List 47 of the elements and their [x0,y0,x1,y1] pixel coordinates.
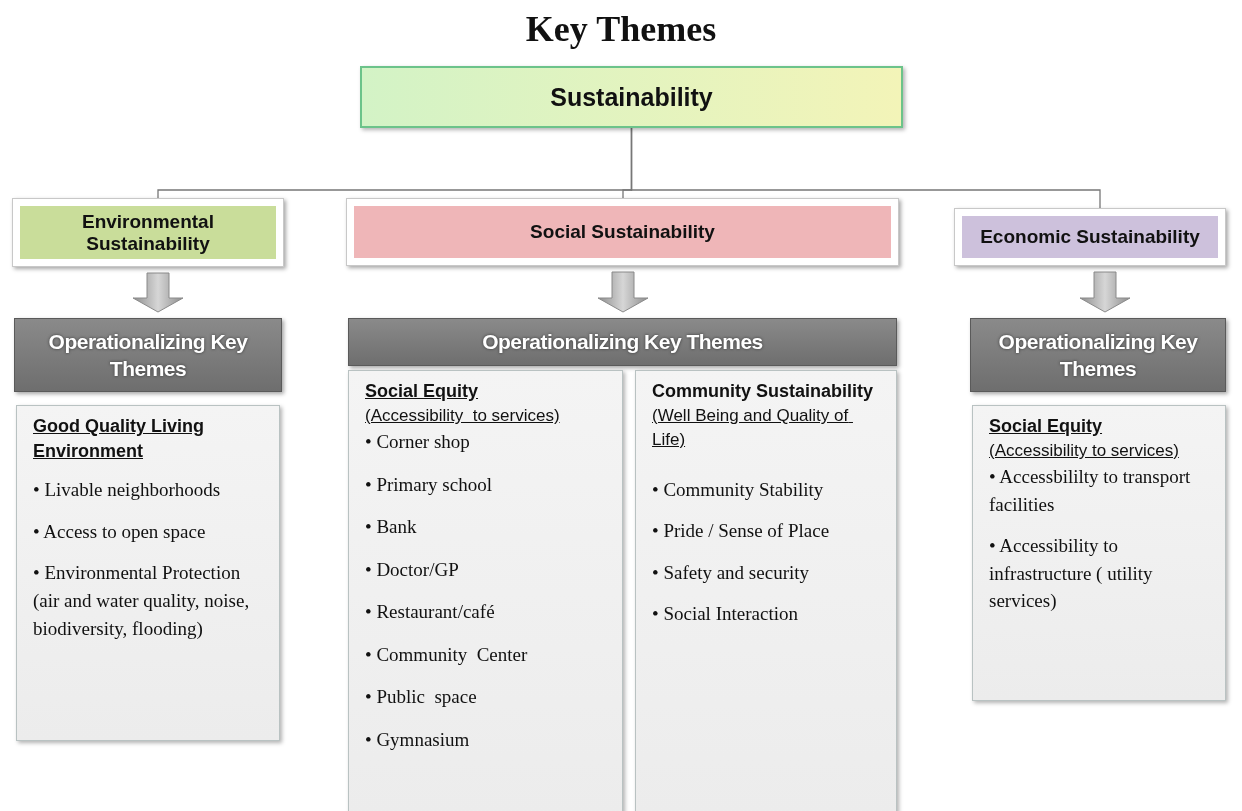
section-heading: Social Equity [365,380,480,403]
connector-line [630,127,1101,209]
section-heading: Community Sustainability [652,381,874,401]
header-bar [14,318,282,392]
subheading: (Accessibility to services) [989,440,1180,463]
header-bar [970,318,1226,392]
box-label: Operationalizing Key Themes [47,328,249,382]
list-item: • Primary school [365,472,493,497]
content-panel [348,370,623,811]
category-box [954,208,1226,266]
block-arrow [1079,271,1131,313]
category-box [346,198,899,266]
section-heading: Social Equity [989,415,1104,438]
box-label: Operationalizing Key Themes [482,329,763,356]
list-item: • Livable neighborhoods [33,478,222,503]
block-arrow [132,272,184,313]
subheading: (Accessibility to services) [365,405,561,428]
box-label: Environmental Sustainability [81,210,215,255]
list-item: • Corner shop [365,430,471,454]
list-item: • Bank [365,515,418,540]
content-panel [635,370,897,811]
diagram-title: Key Themes [524,8,718,50]
list-item: • Restaurant/café [365,600,496,625]
subheading: (Well Being and Quality of Life) [652,406,850,449]
category-box [12,198,284,267]
list-item: • Public space [365,685,478,710]
category-box [360,66,903,128]
list-item: • Environmental Protection (air and water quality, noise, biodiversity, flooding) [33,561,251,641]
content-panel [16,405,280,741]
list-item: • Doctor/GP [365,557,460,582]
list-item: • Community Stability [652,477,825,502]
list-item: • Accessibility to infrastructure ( utility services) [989,534,1154,614]
list-item: • Social Interaction [652,602,799,627]
block-arrow [597,271,649,313]
section-heading: Good Quality Living Environment [33,415,205,464]
list-item: • Safety and security [652,560,811,585]
list-item: • Community Center [365,642,529,667]
box-label: Sustainability [550,82,713,112]
list-item: • Gymnasium [365,727,471,752]
header-bar [348,318,897,366]
box-label: Economic Sustainability [980,226,1200,248]
box-label: Social Sustainability [530,221,715,243]
list-item: • Pride / Sense of Place [652,519,831,544]
box-label: Operationalizing Key Themes [997,328,1199,382]
list-item: • Accessbililty to transport facilities [989,465,1192,517]
list-item: • Access to open space [33,519,207,544]
content-panel [972,405,1226,701]
